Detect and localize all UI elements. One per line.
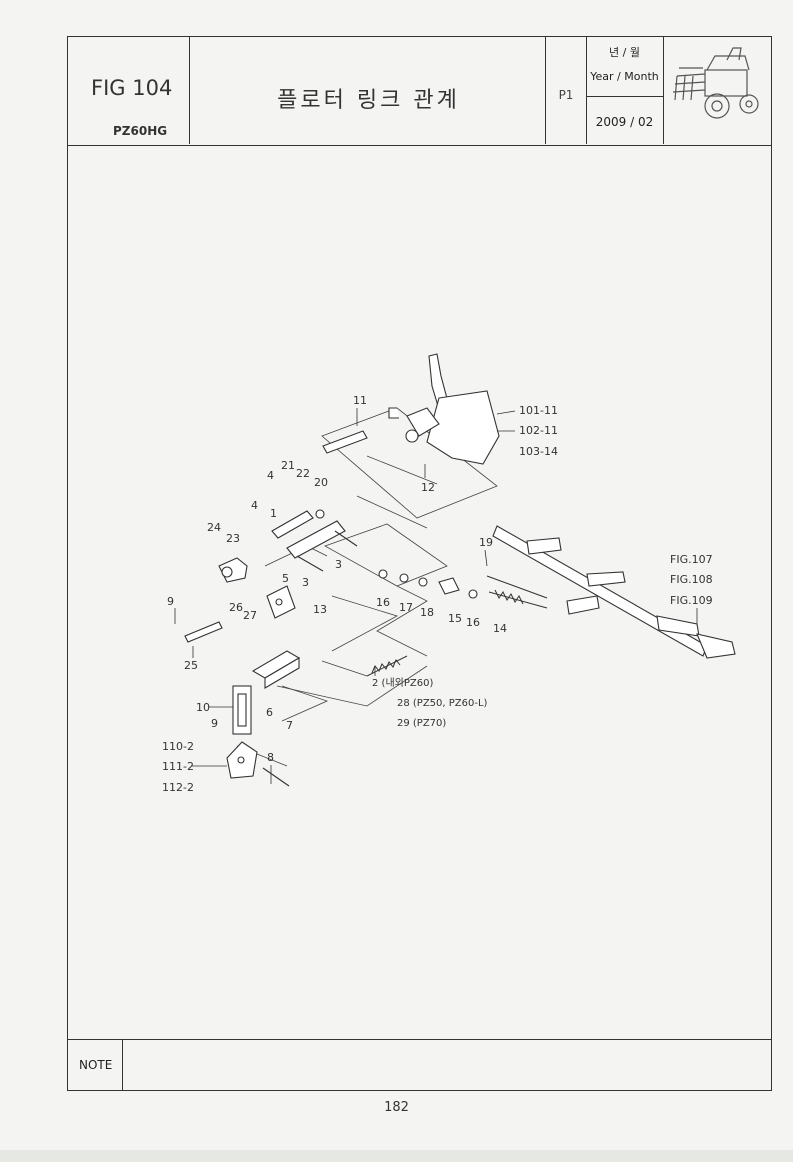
link-plate-1-icon	[271, 509, 346, 559]
callout-9: 9	[167, 595, 174, 608]
plate-6-icon	[251, 650, 301, 689]
callout-9: 9	[211, 717, 218, 730]
shaft-11-icon	[322, 430, 368, 454]
callout-2: 2 (내외PZ60)	[372, 677, 433, 689]
header-divider	[545, 36, 546, 144]
header-block: FIG 104 PZ60HG 플로터 링크 관계 P1 년 / 월 Year /…	[67, 36, 772, 146]
callout-6: 6	[266, 706, 273, 719]
callout-112-2: 112-2	[162, 781, 194, 794]
shaft-25-icon	[184, 621, 223, 643]
floater-link-exploded-diagram: 11 101-11 102-11 103-14 12 21 22 4 20 4 …	[162, 353, 736, 794]
callout-14: 14	[493, 622, 507, 635]
callout-18: 18	[420, 606, 434, 619]
header-divider	[663, 36, 664, 144]
callout-25: 25	[184, 659, 198, 672]
date-label-korean: 년 / 월	[609, 46, 640, 59]
callout-fig-108: FIG.108	[670, 573, 713, 586]
plate-110-icon	[226, 741, 290, 787]
callout-15: 15	[448, 612, 462, 625]
callout-20: 20	[314, 476, 328, 489]
page-frame	[67, 36, 772, 1091]
roller-23-icon	[218, 557, 248, 583]
callout-22: 22	[296, 467, 310, 480]
callout-fig-107: FIG.107	[670, 553, 713, 566]
page-code: P1	[558, 88, 574, 102]
callout-10: 10	[196, 701, 210, 714]
callout-8: 8	[267, 751, 274, 764]
spring-2-icon	[366, 655, 408, 677]
callout-27: 27	[243, 609, 257, 622]
callout-110-2: 110-2	[162, 740, 194, 753]
note-row: NOTE	[67, 1039, 772, 1091]
spring-14-icon	[488, 589, 548, 609]
model-code: PZ60HG	[113, 124, 168, 138]
rice-transplanter-thumbnail-icon	[672, 47, 759, 119]
washer-set-icon	[378, 569, 478, 599]
callout-11: 11	[353, 394, 367, 407]
note-label: NOTE	[79, 1058, 113, 1072]
date-box: 년 / 월 Year / Month 2009 / 02	[586, 36, 663, 144]
callout-12: 12	[421, 481, 435, 494]
callout-29: 29 (PZ70)	[397, 718, 446, 729]
diagram-area: 11 101-11 102-11 103-14 12 21 22 4 20 4 …	[67, 146, 772, 1039]
callout-3: 3	[335, 558, 342, 571]
callout-24: 24	[207, 521, 221, 534]
callout-111-2: 111-2	[162, 760, 194, 773]
callout-102-11: 102-11	[519, 424, 558, 437]
arm-assembly-icon	[388, 353, 500, 465]
callout-4: 4	[251, 499, 258, 512]
callout-21: 21	[281, 459, 295, 472]
scan-bottom-edge	[0, 1150, 793, 1162]
date-label-english: Year / Month	[590, 70, 659, 83]
callout-28: 28 (PZ50, PZ60-L)	[397, 698, 488, 709]
frame-rail-icon	[486, 525, 736, 659]
date-value: 2009 / 02	[595, 115, 654, 129]
callout-23: 23	[226, 532, 240, 545]
callout-fig-109: FIG.109	[670, 594, 713, 607]
callout-3: 3	[302, 576, 309, 589]
date-divider	[586, 96, 663, 97]
page-title: 플로터 링크 관계	[277, 88, 460, 113]
callout-101-11: 101-11	[519, 404, 558, 417]
callout-103-14: 103-14	[519, 445, 558, 458]
header-divider	[586, 36, 587, 144]
callout-16: 16	[466, 616, 480, 629]
figure-number: FIG 104	[91, 76, 173, 100]
callout-16: 16	[376, 596, 390, 609]
callout-5: 5	[282, 572, 289, 585]
callout-17: 17	[399, 601, 413, 614]
callout-4: 4	[267, 469, 274, 482]
bracket-10-icon	[232, 685, 252, 735]
header-divider	[189, 36, 190, 144]
page-number: 182	[384, 1100, 409, 1115]
pin-3-icon	[296, 530, 358, 572]
callout-1: 1	[270, 507, 277, 520]
callout-7: 7	[286, 719, 293, 732]
callout-26: 26	[229, 601, 243, 614]
bracket-5-icon	[266, 585, 296, 619]
note-divider	[122, 1040, 123, 1090]
callout-19: 19	[479, 536, 493, 549]
callout-13: 13	[313, 603, 327, 616]
